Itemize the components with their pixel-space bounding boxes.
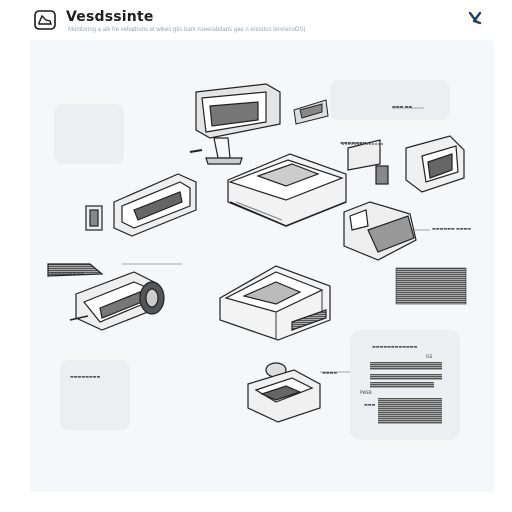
exploded-device-diagram: [47, 80, 467, 440]
close-x-icon[interactable]: [466, 10, 486, 26]
camera-part: [342, 135, 465, 193]
spec-panel: [370, 362, 442, 424]
central-box-part: [227, 153, 347, 227]
diagram-canvas: ▬▬▬ ▬▬ ▬▬▬▬▬▬▬ ▬▬▬▬▬▬ ▬▬▬▬ ▬▬▬▬▬▬▬▬▬ ▬▬▬…: [30, 40, 494, 492]
label-camera: ▬▬▬▬▬▬▬: [340, 140, 367, 145]
monitor-part: [189, 83, 281, 165]
header: Vesdssinte Monitoring a aik fre veliadru…: [0, 0, 512, 40]
subtitle: Monitoring a aik fre veliadruns et wikes…: [68, 27, 306, 33]
label-left-mid: ▬▬▬▬▬▬▬▬▬: [50, 270, 85, 275]
spec-block: [395, 267, 467, 305]
label-bottom-left: ▬▬▬▬▬▬▬▬: [70, 374, 101, 379]
label-top-right: ▬▬▬ ▬▬: [392, 104, 413, 109]
label-right-mid: ▬▬▬▬▬▬ ▬▬▬▬: [432, 226, 472, 231]
app-title: Vesdssinte: [66, 9, 154, 25]
dock-part: [247, 362, 321, 423]
shoe-icon[interactable]: [34, 10, 56, 30]
panel-note: PWEB: [360, 390, 372, 395]
panel-small-label: ▬▬▬▬: [322, 370, 338, 375]
panel-heading: ▬▬▬▬▬▬▬▬▬▬▬▬: [372, 344, 418, 349]
battery-part: [343, 201, 417, 261]
left-box-part: [85, 173, 197, 237]
panel-id: ▬▬▬: [364, 402, 376, 407]
panel-tag: ISS: [426, 354, 433, 359]
base-assembly: [219, 265, 331, 341]
strap-assembly: [47, 263, 165, 331]
